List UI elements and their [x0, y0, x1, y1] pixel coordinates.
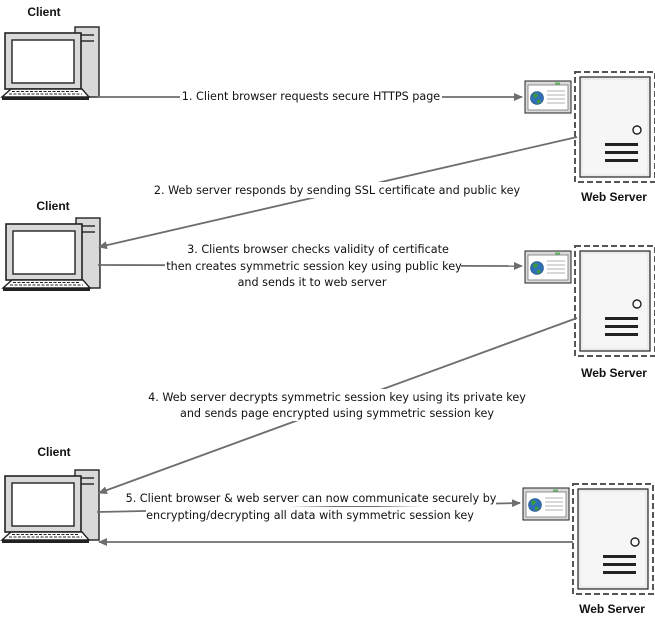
web-page-icon-3	[522, 487, 570, 521]
client-1-computer-icon	[1, 26, 100, 101]
server-3-label: Web Server	[579, 602, 645, 616]
step-1-text: 1. Client browser requests secure HTTPS …	[182, 90, 440, 103]
step-5-text-line-2: encrypting/decrypting all data with symm…	[146, 509, 474, 522]
step-3-text-line-2: then creates symmetric session key using…	[166, 260, 462, 273]
server-2-label: Web Server	[581, 366, 647, 380]
step-2-text: 2. Web server responds by sending SSL ce…	[154, 184, 521, 197]
client-3-computer-icon	[1, 469, 100, 544]
client-1-label: Client	[27, 5, 60, 19]
web-page-icon-1	[524, 80, 572, 114]
step-4-text-line-1: 4. Web server decrypts symmetric session…	[148, 391, 526, 404]
server-3-icon	[572, 483, 654, 595]
server-2-icon	[574, 245, 655, 357]
server-1-icon	[574, 71, 655, 183]
step-3-text-line-3: and sends it to web server	[238, 276, 387, 289]
step-4-text-line-2: and sends page encrypted using symmetric…	[180, 407, 494, 420]
step-5-text-line-1: 5. Client browser & web server can now c…	[126, 492, 497, 505]
web-page-icon-2	[524, 250, 572, 284]
step-3-text-line-1: 3. Clients browser checks validity of ce…	[187, 243, 449, 256]
client-2-computer-icon	[2, 217, 101, 292]
client-3-label: Client	[37, 445, 70, 459]
client-2-label: Client	[36, 199, 69, 213]
server-1-label: Web Server	[581, 190, 647, 204]
